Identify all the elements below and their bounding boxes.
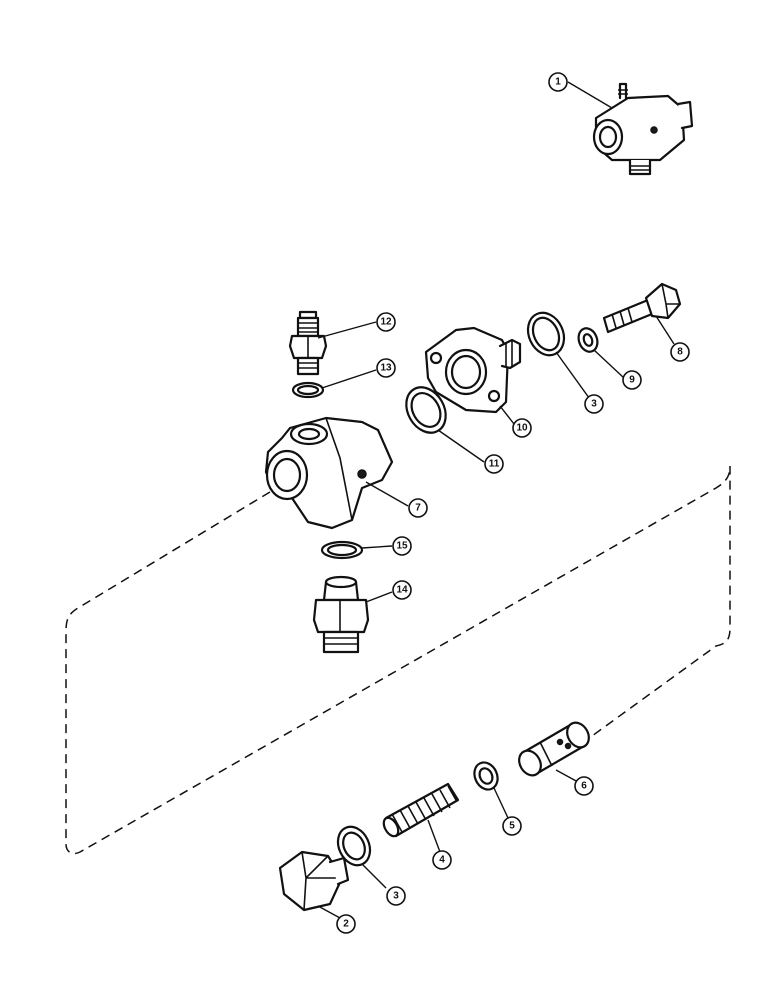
lock-washer — [577, 327, 599, 353]
callout-3-lower: 3 — [386, 886, 406, 906]
internal-parts-outline — [65, 465, 731, 855]
callout-7-label: 7 — [415, 503, 421, 514]
spring — [382, 782, 460, 838]
callout-3-lower-label: 3 — [393, 891, 399, 902]
callout-14-label: 14 — [396, 585, 408, 596]
o-ring-upper-right — [526, 311, 566, 357]
callout-11: 11 — [484, 454, 504, 474]
spool — [518, 721, 590, 777]
bolt — [602, 282, 682, 334]
plug — [278, 850, 350, 912]
callout-13-label: 13 — [380, 363, 392, 374]
upper-fitting — [288, 310, 328, 376]
callout-4: 4 — [432, 850, 452, 870]
callout-4-label: 4 — [439, 855, 445, 866]
flange — [424, 326, 522, 414]
callout-1: 1 — [548, 72, 568, 92]
callout-9-label: 9 — [629, 375, 635, 386]
o-ring-small-upper — [291, 381, 325, 399]
callout-5-label: 5 — [509, 821, 515, 832]
o-ring-small-lower — [320, 540, 364, 560]
callout-12: 12 — [376, 312, 396, 332]
callout-6: 6 — [574, 776, 594, 796]
callout-3-upper-label: 3 — [591, 399, 597, 410]
callout-15-label: 15 — [396, 541, 408, 552]
callout-11-label: 11 — [489, 459, 500, 470]
callout-2: 2 — [336, 914, 356, 934]
callout-10: 10 — [512, 418, 532, 438]
callout-7: 7 — [408, 498, 428, 518]
callout-13: 13 — [376, 358, 396, 378]
callout-8: 8 — [670, 342, 690, 362]
callout-12-label: 12 — [380, 317, 392, 328]
callout-5: 5 — [502, 816, 522, 836]
valve-assembly — [592, 82, 694, 176]
callout-2-label: 2 — [343, 919, 349, 930]
callout-14: 14 — [392, 580, 412, 600]
callout-8-label: 8 — [677, 347, 683, 358]
callout-1-label: 1 — [555, 77, 561, 88]
callout-9: 9 — [622, 370, 642, 390]
snap-ring — [473, 761, 499, 791]
lower-fitting — [312, 575, 370, 654]
callout-3-upper: 3 — [584, 394, 604, 414]
valve-body — [264, 416, 394, 530]
callout-10-label: 10 — [516, 423, 528, 434]
callout-6-label: 6 — [581, 781, 587, 792]
o-ring-large-left — [405, 386, 447, 434]
callout-15: 15 — [392, 536, 412, 556]
